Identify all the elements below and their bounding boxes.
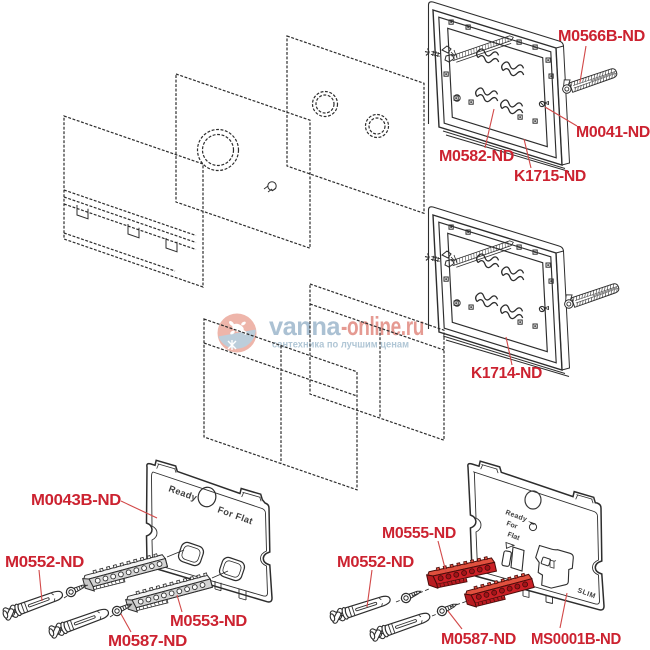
svg-text:M0553-ND: M0553-ND <box>170 613 247 630</box>
svg-text:For: For <box>505 520 518 531</box>
svg-text:M0566B-ND: M0566B-ND <box>558 28 645 45</box>
svg-text:M0555-ND: M0555-ND <box>382 525 456 542</box>
svg-text:M0041-ND: M0041-ND <box>576 124 650 141</box>
svg-text:M0587-ND: M0587-ND <box>441 631 516 648</box>
svg-text:M0552-ND: M0552-ND <box>5 554 84 571</box>
svg-text:-online.ru: -online.ru <box>341 311 424 341</box>
svg-text:M0582-ND: M0582-ND <box>439 148 514 165</box>
svg-text:M0587-ND: M0587-ND <box>108 633 187 650</box>
svg-text:K1715-ND: K1715-ND <box>514 168 586 185</box>
svg-text:K1714-ND: K1714-ND <box>471 365 542 382</box>
svg-text:M0043B-ND: M0043B-ND <box>31 492 121 509</box>
svg-text:vanna: vanna <box>269 311 341 341</box>
svg-text:Flat: Flat <box>506 531 521 542</box>
svg-text:M0552-ND: M0552-ND <box>337 554 414 571</box>
svg-text:сантехника по лучшим ценам: сантехника по лучшим ценам <box>272 339 409 351</box>
svg-text:MS0001B-ND: MS0001B-ND <box>531 631 621 648</box>
